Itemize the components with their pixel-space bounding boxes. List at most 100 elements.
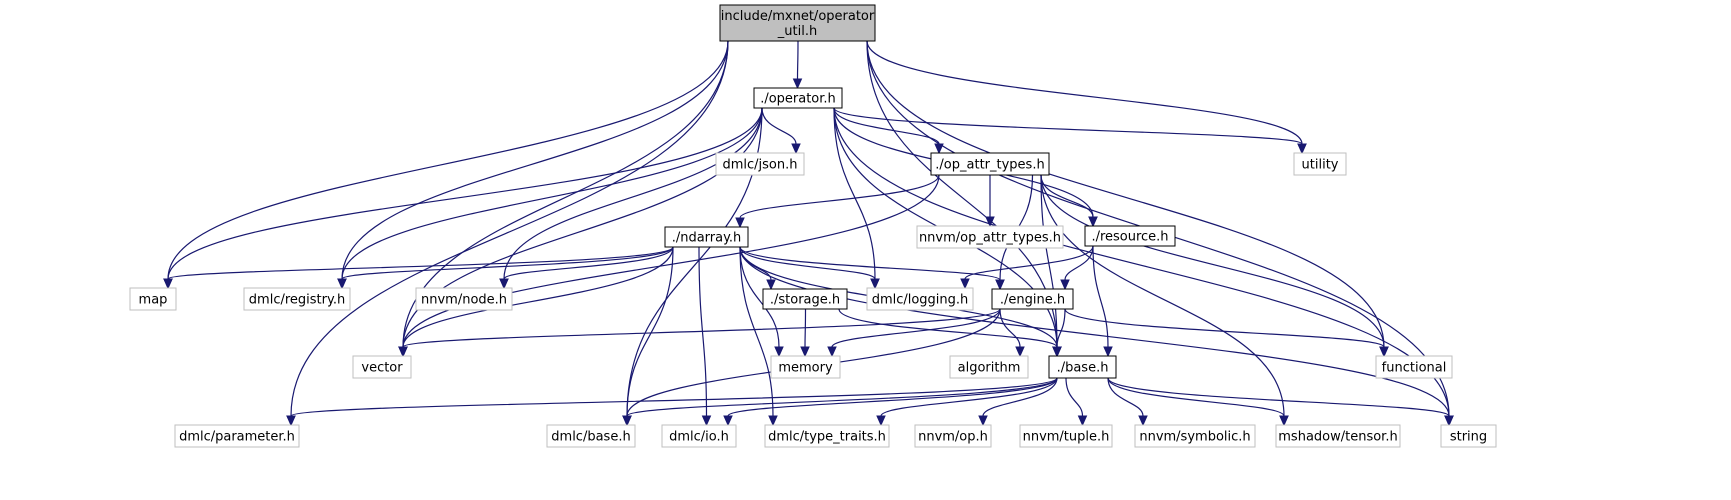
node-label: ./base.h: [1057, 361, 1109, 376]
node-label: ./storage.h: [770, 293, 840, 308]
node-box: [866, 287, 974, 311]
arrowhead-icon: [934, 143, 944, 155]
node-storage[interactable]: ./storage.h: [762, 288, 848, 310]
node-label: dmlc/logging.h: [872, 293, 969, 308]
arrowhead-icon: [701, 415, 712, 427]
edge-engine-to-base: [1056, 308, 1066, 348]
node-algorithm[interactable]: algorithm: [949, 355, 1029, 379]
edge-operator-to-nnvm-node: [503, 107, 763, 280]
arrowhead-icon: [827, 346, 837, 358]
edge-engine-to-vector: [402, 308, 1001, 348]
edge-op-attr-types-to-ndarray: [739, 174, 940, 219]
node-box: [174, 424, 300, 448]
node-label: nnvm/op.h: [918, 430, 988, 445]
edge-operator-to-string: [833, 107, 1450, 417]
edge-engine-to-memory: [831, 308, 1001, 348]
node-base[interactable]: ./base.h: [1048, 355, 1117, 379]
arrowhead-icon: [791, 143, 801, 155]
edge-resource-to-engine: [1064, 245, 1094, 281]
arrowhead-icon: [1060, 279, 1070, 291]
edge-root-to-functional: [866, 40, 1385, 348]
edge-root-to-dmlc-registry: [341, 40, 729, 280]
node-dmlc-logging[interactable]: dmlc/logging.h: [866, 287, 974, 311]
node-nnvm-op[interactable]: nnvm/op.h: [914, 424, 992, 448]
node-dmlc-type-traits[interactable]: dmlc/type_traits.h: [764, 424, 890, 448]
node-dmlc-base[interactable]: dmlc/base.h: [546, 424, 636, 448]
arrowhead-icon: [622, 415, 632, 427]
edge-ndarray-to-engine: [739, 246, 1001, 281]
edge-base-to-nnvm-op: [982, 377, 1058, 417]
node-box: [764, 424, 890, 448]
edge-op-attr-types-to-vector: [402, 174, 940, 348]
node-ndarray[interactable]: ./ndarray.h: [664, 226, 749, 248]
node-label: dmlc/type_traits.h: [768, 430, 886, 445]
node-label: nnvm/tuple.h: [1023, 430, 1110, 445]
edge-base-to-dmlc-type-traits: [880, 377, 1058, 417]
edge-ndarray-to-dmlc-base: [626, 246, 674, 417]
node-box: [1275, 424, 1401, 448]
node-box: [352, 355, 412, 379]
edge-base-to-mshadow-tensor: [1107, 377, 1285, 417]
arrowhead-icon: [499, 278, 509, 290]
node-resource[interactable]: ./resource.h: [1084, 225, 1176, 247]
node-functional[interactable]: functional: [1375, 355, 1453, 379]
node-box: [715, 152, 805, 176]
arrowhead-icon: [768, 415, 778, 427]
node-label: dmlc/parameter.h: [179, 430, 295, 445]
edge-op-attr-types-to-mshadow-tensor: [1040, 174, 1285, 417]
edge-base-to-dmlc-io: [727, 377, 1058, 417]
node-dmlc-registry[interactable]: dmlc/registry.h: [243, 287, 351, 311]
edge-base-to-nnvm-symbolic: [1107, 377, 1144, 417]
node-label: ./operator.h: [760, 92, 836, 107]
edge-op-attr-types-to-base: [1040, 174, 1058, 348]
node-root[interactable]: include/mxnet/operator_util.h: [719, 4, 876, 42]
edge-ndarray-to-dmlc-logging: [739, 246, 876, 280]
arrowhead-icon: [985, 216, 995, 228]
node-box: [1375, 355, 1453, 379]
node-box: [1134, 424, 1256, 448]
arrowhead-icon: [978, 415, 988, 427]
node-operator[interactable]: ./operator.h: [753, 87, 843, 109]
node-box: [415, 287, 513, 311]
nodes-layer: include/mxnet/operator_util.h ./operator.…: [129, 4, 1497, 448]
node-label: _util.h: [777, 24, 817, 39]
node-dmlc-json[interactable]: dmlc/json.h: [715, 152, 805, 176]
node-mshadow-tensor[interactable]: mshadow/tensor.h: [1275, 424, 1401, 448]
arrowhead-icon: [735, 217, 745, 229]
node-nnvm-node[interactable]: nnvm/node.h: [415, 287, 513, 311]
node-box: [129, 287, 177, 311]
arrowhead-icon: [995, 279, 1005, 291]
arrowhead-icon: [800, 346, 810, 358]
node-label: mshadow/tensor.h: [1278, 430, 1397, 445]
node-label: ./resource.h: [1091, 230, 1168, 245]
arrowhead-icon: [876, 415, 886, 427]
node-label: dmlc/registry.h: [249, 293, 345, 308]
arrowhead-icon: [723, 415, 733, 427]
node-box: [243, 287, 351, 311]
node-dmlc-parameter[interactable]: dmlc/parameter.h: [174, 424, 300, 448]
node-label: dmlc/io.h: [669, 430, 729, 445]
node-box: [753, 87, 843, 109]
node-vector[interactable]: vector: [352, 355, 412, 379]
node-dmlc-io[interactable]: dmlc/io.h: [661, 424, 737, 448]
node-nnvm-op-attr-types[interactable]: nnvm/op_attr_types.h: [916, 225, 1064, 249]
node-label: algorithm: [958, 361, 1021, 376]
edge-operator-to-utility: [833, 107, 1303, 145]
edge-base-to-string: [1107, 377, 1450, 417]
node-op-attr-types[interactable]: ./op_attr_types.h: [930, 152, 1050, 176]
node-engine[interactable]: ./engine.h: [991, 288, 1074, 310]
arrowhead-icon: [1279, 415, 1289, 427]
edge-storage-to-base: [838, 308, 1058, 348]
node-utility[interactable]: utility: [1293, 152, 1347, 176]
edge-root-to-map: [167, 40, 729, 280]
node-nnvm-tuple[interactable]: nnvm/tuple.h: [1019, 424, 1113, 448]
node-map[interactable]: map: [129, 287, 177, 311]
arrowhead-icon: [286, 415, 296, 427]
edge-op-attr-types-to-functional: [1040, 174, 1385, 348]
node-box: [1440, 424, 1497, 448]
node-string[interactable]: string: [1440, 424, 1497, 448]
node-box: [719, 4, 876, 42]
node-memory[interactable]: memory: [770, 355, 841, 379]
node-nnvm-symbolic[interactable]: nnvm/symbolic.h: [1134, 424, 1256, 448]
